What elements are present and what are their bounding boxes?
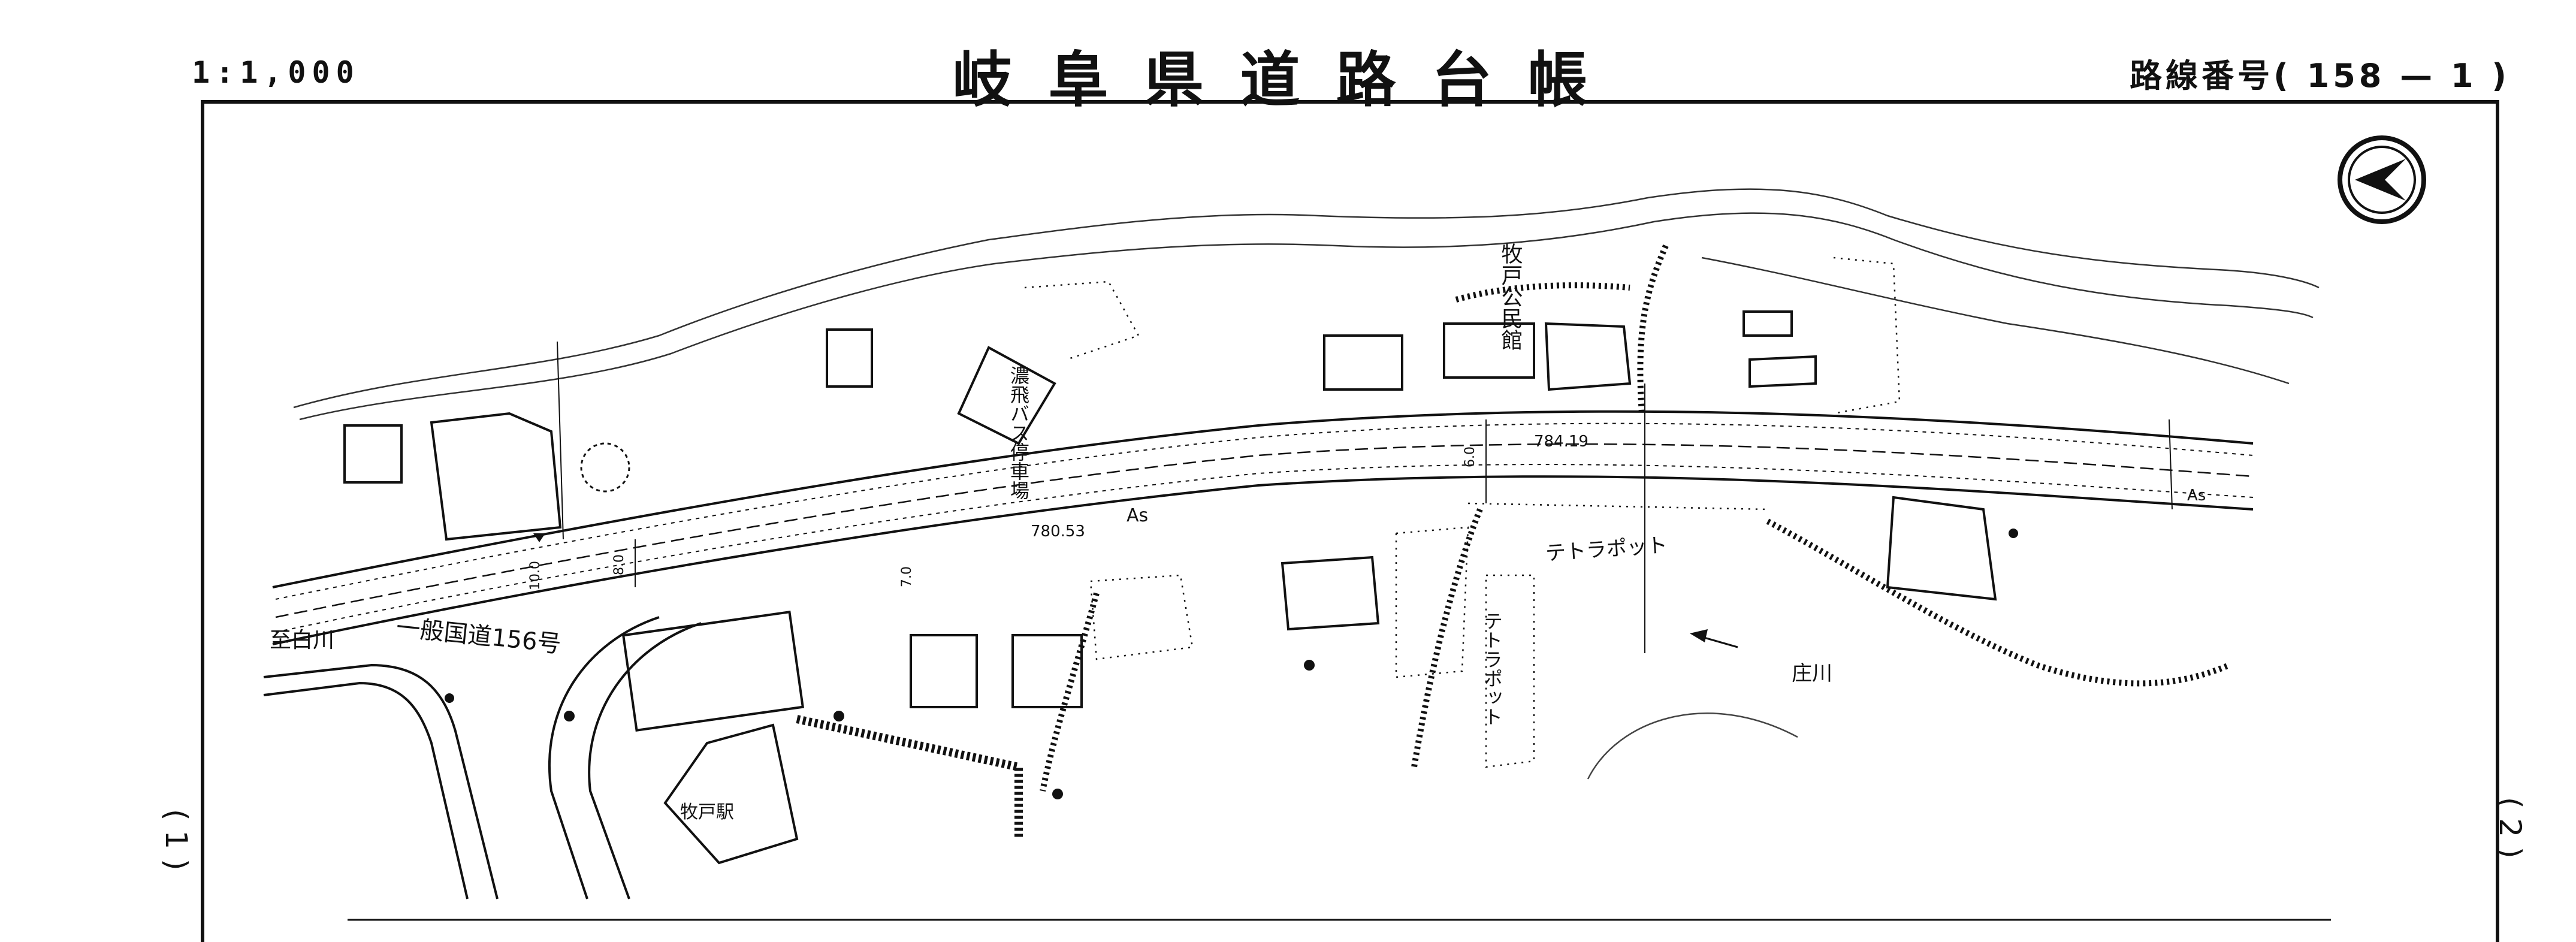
community-hall-label: 牧戸公民館 bbox=[1498, 243, 1523, 351]
river-embankment bbox=[1040, 244, 2230, 792]
riverbank-line bbox=[1587, 712, 1798, 780]
width-marks bbox=[557, 341, 2173, 653]
tetrapod-label-1: テトラポット bbox=[1545, 533, 1668, 566]
building bbox=[910, 634, 978, 708]
small-structure bbox=[1743, 310, 1793, 337]
building bbox=[1323, 334, 1403, 391]
north-arrow-icon bbox=[2338, 135, 2426, 224]
community-hall bbox=[1544, 322, 1632, 391]
triangle-marker bbox=[533, 533, 545, 542]
building bbox=[430, 412, 562, 541]
survey-markers bbox=[445, 529, 2018, 799]
page-mark-right: ( 2 ) bbox=[2493, 797, 2527, 859]
station-access-road bbox=[263, 616, 702, 899]
bus-parking-label: 濃飛バス停車場 bbox=[1007, 366, 1030, 500]
building bbox=[1281, 555, 1380, 631]
building bbox=[826, 328, 873, 388]
national-route-label: 一般国道156号 bbox=[395, 614, 563, 659]
map-scale: 1:1,000 bbox=[192, 55, 360, 90]
route-number: 路線番号( 158 — 1 ) bbox=[2130, 57, 2510, 95]
garden-circle bbox=[580, 442, 630, 493]
surface-as-label-2: As bbox=[2187, 487, 2206, 505]
building bbox=[1011, 634, 1083, 708]
road-width-10: 10.0 bbox=[528, 561, 543, 590]
road-edge-dash bbox=[275, 422, 2254, 633]
property-boundaries bbox=[1024, 256, 1901, 768]
makido-station-label: 牧戸駅 bbox=[680, 802, 734, 823]
small-structure bbox=[1748, 355, 1817, 388]
makido-station-building bbox=[663, 723, 799, 865]
road-width-7: 7.0 bbox=[899, 566, 914, 587]
map-frame bbox=[201, 100, 2499, 942]
building bbox=[1886, 496, 1997, 601]
elevation-left: 780.53 bbox=[1031, 523, 1085, 541]
road-centerline bbox=[275, 443, 2254, 618]
bus-parking-building bbox=[957, 346, 1056, 445]
page-mark-left: ( 1 ) bbox=[159, 809, 194, 871]
retaining-wall bbox=[796, 715, 1023, 839]
buildings bbox=[343, 310, 1997, 865]
road-width-8: 8.0 bbox=[612, 554, 627, 575]
surface-as-label-1: As bbox=[1127, 505, 1148, 526]
national-route-156-road bbox=[272, 410, 2254, 645]
shogawa-river-label: 庄川 bbox=[1792, 662, 1832, 686]
building bbox=[343, 424, 403, 484]
road-width-6: 6.0 bbox=[1463, 446, 1478, 467]
elevation-right: 784.19 bbox=[1534, 433, 1589, 451]
building bbox=[621, 611, 805, 732]
contour-lines bbox=[293, 188, 2320, 421]
to-shirakawa-label: 至白川 bbox=[270, 628, 334, 653]
community-hall-wing bbox=[1443, 322, 1535, 379]
tetrapod-label-2: テトラポット bbox=[1481, 611, 1503, 726]
